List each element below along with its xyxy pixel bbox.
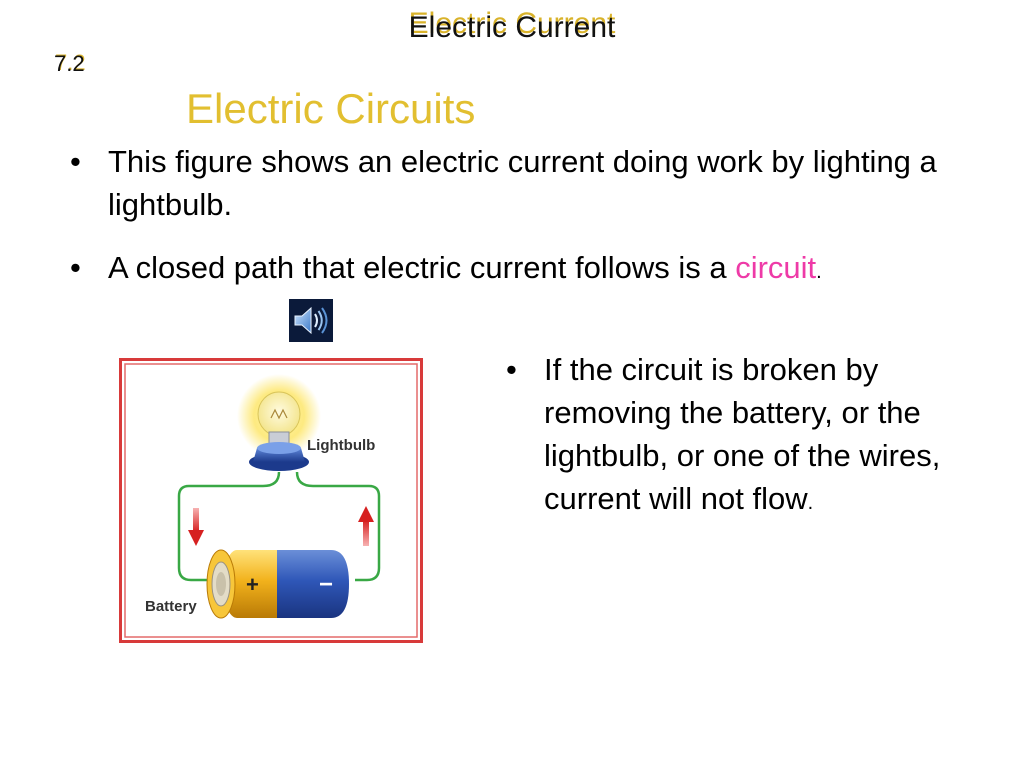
battery-label: Battery: [145, 598, 197, 615]
speaker-icon[interactable]: [289, 299, 333, 342]
bullet-item: • If the circuit is broken by removing t…: [506, 348, 944, 525]
circuit-figure: Lightbulb + − Battery: [119, 358, 423, 643]
bullet-dot: •: [506, 352, 517, 387]
bullet-text: If the circuit is broken by removing the…: [544, 352, 941, 516]
section-number-text: 7.2: [54, 51, 85, 76]
bullet-dot: •: [70, 144, 81, 179]
header-title-text: Electric Current: [408, 11, 616, 44]
section-number: 7.2 7.2: [54, 50, 86, 78]
header-title: Electric Current Electric Current: [0, 7, 1024, 48]
plus-sign: +: [246, 572, 259, 597]
circuit-term: circuit: [735, 250, 817, 285]
current-arrow-up: [358, 506, 374, 522]
section-number-shadow: 7.2: [55, 50, 86, 75]
header-title-shadow: Electric Current: [408, 7, 616, 40]
bullet-period: .: [816, 261, 822, 283]
bullet-text: This figure shows an electric current do…: [108, 144, 937, 222]
bullet-dot: •: [70, 250, 81, 285]
current-arrow-down: [188, 530, 204, 546]
bullet-text: A closed path that electric current foll…: [108, 250, 736, 285]
bullet-item: • This figure shows an electric current …: [70, 140, 968, 226]
minus-sign: −: [319, 571, 333, 598]
lightbulb-label: Lightbulb: [307, 437, 375, 454]
bullet-item: • A closed path that electric current fo…: [70, 246, 968, 294]
bullet-period: .: [807, 492, 814, 514]
slide-title: Electric Circuits: [186, 85, 476, 132]
